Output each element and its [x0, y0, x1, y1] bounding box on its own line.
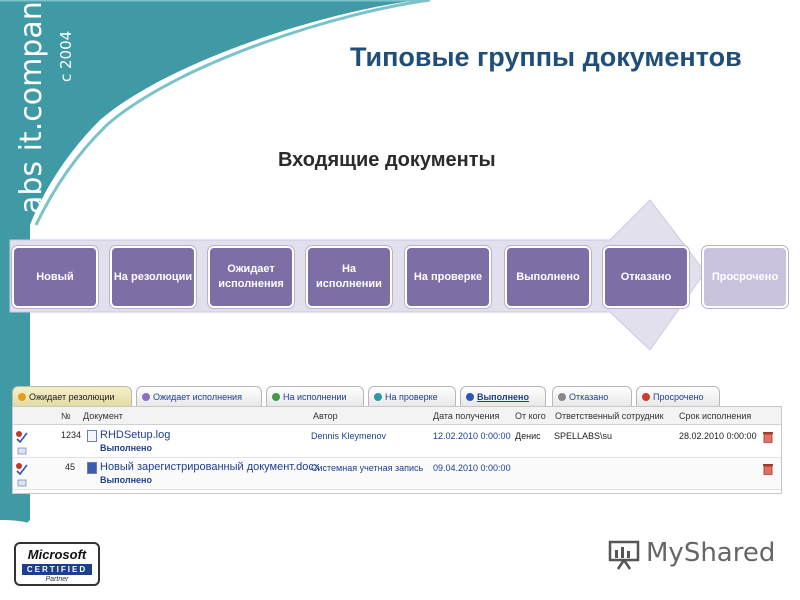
- status-dot-icon: [642, 393, 650, 401]
- tab-overdue[interactable]: Просрочено: [636, 386, 720, 406]
- trash-icon[interactable]: [763, 431, 773, 443]
- tab-awaiting-execution[interactable]: Ожидает исполнения: [136, 386, 262, 406]
- row-author: Системная учетная запись: [311, 463, 424, 473]
- document-status: Выполнено: [100, 443, 152, 453]
- tab-on-review[interactable]: На проверке: [368, 386, 456, 406]
- tab-awaiting-resolution[interactable]: Ожидает резолюции: [12, 386, 132, 406]
- row-date: 12.02.2010 0:00:00: [433, 431, 511, 441]
- document-status: Выполнено: [100, 475, 152, 485]
- logo-line2: CERTIFIED: [22, 564, 92, 575]
- watermark-text: MyShared: [646, 538, 776, 568]
- col-deadline[interactable]: Срок исполнения: [679, 411, 752, 421]
- logo-line3: Partner: [45, 576, 69, 583]
- documents-table: № Документ Автор Дата получения От кого …: [12, 406, 782, 494]
- tab-label: Ожидает исполнения: [153, 391, 242, 402]
- row-number: 1234: [61, 430, 82, 440]
- col-from[interactable]: От кого: [515, 411, 546, 421]
- row-responsible: SPELLABS\su: [554, 431, 613, 441]
- row-author: Dennis Kleymenov: [311, 431, 387, 441]
- tab-rejected[interactable]: Отказано: [552, 386, 632, 406]
- tab-label: На проверке: [385, 391, 438, 402]
- row-from: Денис: [515, 431, 541, 441]
- presentation-board-icon: [608, 540, 640, 570]
- col-document[interactable]: Документ: [83, 411, 123, 421]
- table-row[interactable]: 45 Новый зарегистрированный документ.doc…: [13, 458, 781, 490]
- tab-label: Ожидает резолюции: [29, 391, 115, 402]
- row-date: 09.04.2010 0:00:00: [433, 463, 511, 473]
- table-header: № Документ Автор Дата получения От кого …: [13, 407, 781, 425]
- row-number: 45: [65, 462, 76, 472]
- section-title: Входящие документы: [278, 149, 496, 171]
- stage-overdue: Просрочено: [702, 246, 788, 308]
- document-link[interactable]: Новый зарегистрированный документ.docx: [100, 461, 320, 473]
- col-received-date[interactable]: Дата получения: [433, 411, 500, 421]
- col-author[interactable]: Автор: [313, 411, 338, 421]
- document-link[interactable]: RHDSetup.log: [100, 429, 171, 441]
- trash-icon[interactable]: [763, 463, 773, 475]
- status-tabs: Ожидает резолюции Ожидает исполнения На …: [12, 386, 782, 406]
- status-dot-icon: [18, 393, 26, 401]
- status-dot-icon: [466, 393, 474, 401]
- approve-check-icon[interactable]: [15, 430, 29, 456]
- col-number[interactable]: №: [61, 411, 71, 421]
- word-file-icon: [87, 462, 97, 474]
- status-dot-icon: [374, 393, 382, 401]
- tab-label: На исполнении: [283, 391, 347, 402]
- tab-label: Просрочено: [653, 391, 704, 402]
- tab-in-progress[interactable]: На исполнении: [266, 386, 364, 406]
- page-title: Типовые группы документов: [350, 42, 742, 72]
- row-deadline: 28.02.2010 0:00:00: [679, 431, 757, 441]
- stage-done: Выполнено: [505, 246, 591, 308]
- status-dot-icon: [142, 393, 150, 401]
- approve-check-icon[interactable]: [15, 462, 29, 488]
- brand-since: с 2004: [57, 30, 75, 82]
- stage-in-progress: На исполнении: [306, 246, 392, 308]
- stage-on-resolution: На резолюции: [110, 246, 196, 308]
- tab-label: Выполнено: [477, 391, 529, 402]
- stage-awaiting-execution: Ожидает исполнения: [208, 246, 294, 308]
- logo-line1: Microsoft: [27, 547, 87, 562]
- watermark: MyShared: [608, 538, 775, 572]
- status-dot-icon: [558, 393, 566, 401]
- stage-new: Новый: [12, 246, 98, 308]
- stage-on-review: На проверке: [405, 246, 491, 308]
- col-responsible[interactable]: Ответственный сотрудник: [555, 411, 664, 421]
- tab-done[interactable]: Выполнено: [460, 386, 546, 406]
- microsoft-partner-logo: Microsoft CERTIFIED Partner: [14, 542, 100, 586]
- text-file-icon: [87, 430, 97, 442]
- table-row[interactable]: 1234 RHDSetup.log Выполнено Dennis Kleym…: [13, 426, 781, 458]
- status-dot-icon: [272, 393, 280, 401]
- stage-rejected: Отказано: [603, 246, 689, 308]
- brand-name: abs it.company: [14, 0, 49, 214]
- tab-label: Отказано: [569, 391, 609, 402]
